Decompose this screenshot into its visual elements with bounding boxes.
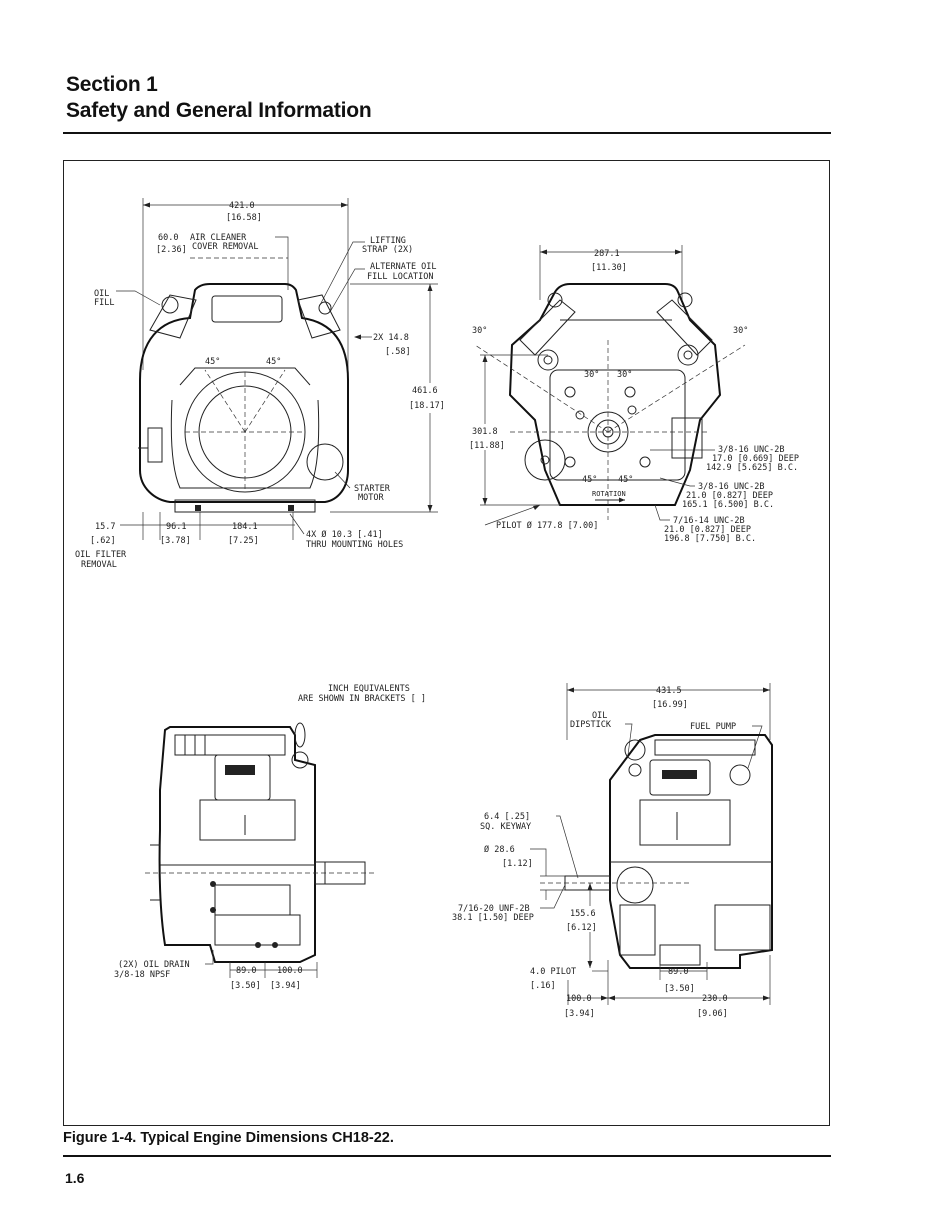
rear-angle-right: 30° [733, 326, 748, 336]
air-cleaner-mm: 60.0 [158, 233, 178, 243]
front-holes-1: 4X Ø 10.3 [.41] [306, 529, 383, 540]
side-left-dim-a-in: [3.50] [230, 981, 261, 991]
oil-drain-2: 3/8-18 NPSF [114, 970, 170, 980]
thread-2: 38.1 [1.50] DEEP [452, 913, 534, 923]
air-cleaner-label-2: COVER REMOVAL [192, 242, 259, 252]
shaft-len-in: [6.12] [566, 923, 597, 933]
fuel-pump: FUEL PUMP [690, 722, 736, 732]
front-holes-2: THRU MOUNTING HOLES [306, 540, 403, 550]
oil-filter-1: OIL FILTER [75, 550, 127, 560]
rear-width-mm: 287.1 [594, 249, 620, 259]
side-left-dim-b-in: [3.94] [270, 981, 301, 991]
dipstick-2: DIPSTICK [570, 720, 612, 730]
side-view-right: 431.5 [16.99] OIL DIPSTICK FUEL PUMP 6.4… [452, 683, 773, 1019]
thread-1: 7/16-20 UNF-2B [458, 904, 530, 914]
right-dim-a-in: [3.50] [664, 984, 695, 994]
front-width-in: [16.58] [226, 213, 262, 223]
right-dim-c-in: [9.06] [697, 1009, 728, 1019]
right-width-mm: 431.5 [656, 686, 682, 696]
side-left-dim-b-mm: 100.0 [277, 966, 303, 976]
right-width-in: [16.99] [652, 700, 688, 710]
side-left-dim-a-mm: 89.0 [236, 966, 256, 976]
front-dim-a-mm: 15.7 [95, 522, 115, 532]
right-pilot-in: [.16] [530, 981, 556, 991]
bolt2-3: 165.1 [6.500] B.C. [682, 500, 774, 510]
rear-angle-left: 30° [472, 326, 487, 336]
front-dim-c-mm: 184.1 [232, 522, 258, 532]
section-number: Section 1 [66, 73, 158, 96]
rear-height-in: [11.88] [469, 441, 505, 451]
section-title: Safety and General Information [66, 99, 372, 122]
section-header: Section 1 Safety and General Information [66, 72, 372, 124]
rear-height-mm: 301.8 [472, 427, 498, 437]
dipstick-1: OIL [592, 711, 607, 721]
bolt2-1: 3/8-16 UNC-2B [698, 482, 765, 492]
alt-oil-fill-1: ALTERNATE OIL [370, 262, 437, 272]
figure-frame [63, 160, 830, 1126]
inch-note-1: INCH EQUIVALENTS [328, 684, 410, 694]
lifting-strap-2: STRAP (2X) [362, 245, 413, 255]
front-height-in: [18.17] [409, 401, 445, 411]
side-view-left: (2X) OIL DRAIN 3/8-18 NPSF 89.0 [3.50] 1… [114, 722, 375, 991]
rotation-label: ROTATION [592, 490, 626, 498]
rear-width-in: [11.30] [591, 263, 627, 273]
bolt1-1: 3/8-16 UNC-2B [718, 445, 785, 455]
oil-drain-1: (2X) OIL DRAIN [118, 960, 190, 970]
bolt3-1: 7/16-14 UNC-2B [673, 516, 745, 526]
figure-caption: Figure 1-4. Typical Engine Dimensions CH… [63, 1130, 394, 1146]
rear-angle-b2: 45° [618, 475, 633, 485]
keyway-1: 6.4 [.25] [484, 812, 530, 822]
footer-rule [63, 1155, 831, 1157]
air-cleaner-label-1: AIR CLEANER [190, 233, 247, 243]
air-cleaner-in: [2.36] [156, 245, 187, 255]
right-dim-c-mm: 230.0 [702, 994, 728, 1004]
front-width-mm: 421.0 [229, 201, 255, 211]
flywheel-side-view: 287.1 [11.30] 30° 30° 30° 30° 45° [465, 245, 799, 544]
rear-angle-c1: 30° [584, 370, 599, 380]
shaft-len-mm: 155.6 [570, 909, 596, 919]
right-dim-b-in: [3.94] [564, 1009, 595, 1019]
right-dim-b-mm: 100.0 [566, 994, 592, 1004]
right-pilot-mm: 4.0 PILOT [530, 967, 576, 977]
bolt1-3: 142.9 [5.625] B.C. [706, 463, 798, 473]
front-view: 421.0 [16.58] 60.0 AIR CLEANER [2.36] CO… [75, 198, 454, 570]
front-clearance-mm: 2X 14.8 [373, 333, 409, 343]
front-angle-right: 45° [266, 357, 281, 367]
oil-fill-2: FILL [94, 298, 114, 308]
front-height-mm: 461.6 [412, 386, 438, 396]
front-dim-b-in: [3.78] [160, 536, 191, 546]
front-dim-b-mm: 96.1 [166, 522, 186, 532]
starter-2: MOTOR [358, 493, 384, 503]
bolt2-2: 21.0 [0.827] DEEP [686, 491, 773, 501]
bolt1-2: 17.0 [0.669] DEEP [712, 454, 799, 464]
rear-pilot: PILOT Ø 177.8 [7.00] [496, 520, 598, 531]
rear-angle-c2: 30° [617, 370, 632, 380]
lifting-strap-1: LIFTING [370, 236, 406, 246]
page-number: 1.6 [65, 1170, 85, 1186]
oil-fill-1: OIL [94, 289, 109, 299]
front-dim-c-in: [7.25] [228, 536, 259, 546]
bolt3-2: 21.0 [0.827] DEEP [664, 525, 751, 535]
shaft-dia-mm: Ø 28.6 [484, 844, 515, 855]
shaft-dia-in: [1.12] [502, 859, 533, 869]
inch-note-2: ARE SHOWN IN BRACKETS [ ] [298, 694, 426, 704]
starter-1: STARTER [354, 484, 391, 494]
bolt3-3: 196.8 [7.750] B.C. [664, 534, 756, 544]
alt-oil-fill-2: FILL LOCATION [367, 272, 434, 282]
right-dim-a-mm: 89.0 [668, 967, 688, 977]
rear-angle-b1: 45° [582, 475, 597, 485]
header-rule [63, 132, 831, 134]
front-dim-a-in: [.62] [90, 536, 116, 546]
oil-filter-2: REMOVAL [81, 560, 117, 570]
front-angle-left: 45° [205, 357, 220, 367]
front-clearance-in: [.58] [385, 347, 411, 357]
keyway-2: SQ. KEYWAY [480, 822, 531, 832]
